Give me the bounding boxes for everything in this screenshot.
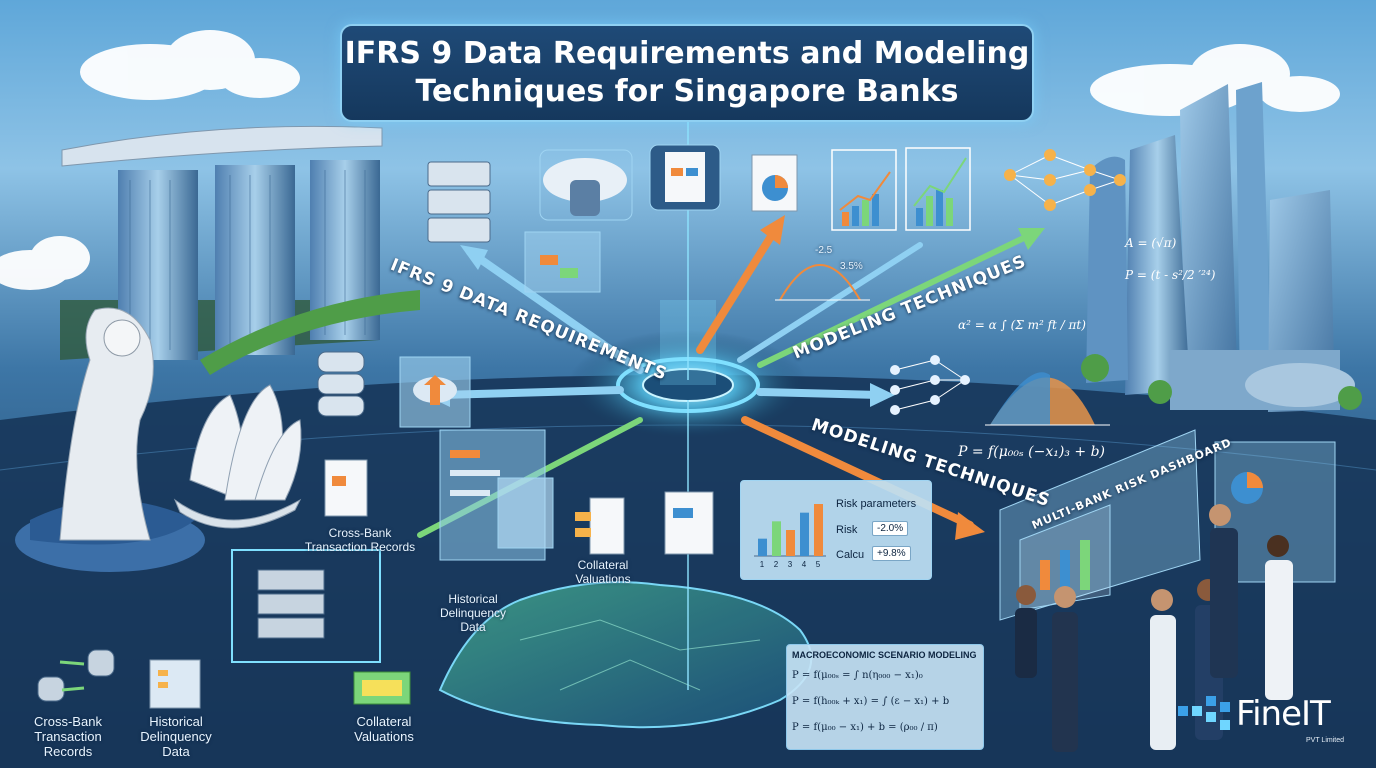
clouds (0, 30, 1340, 290)
risk-bar (786, 530, 795, 556)
singapore-map (438, 581, 813, 729)
database-icon-top (427, 161, 491, 243)
cloud-database-icon (539, 149, 633, 221)
neural-network-icon-top (1004, 149, 1126, 211)
formula-4: P = f(μ₀₀ₛ (−x₁)₃ + b) (958, 444, 1106, 460)
label-historical-bottom: Historical Delinquency Data (140, 714, 212, 759)
macro-scenario-panel (786, 644, 984, 750)
data-panel-left-top (524, 231, 601, 293)
title-banner: IFRS 9 Data Requirements and Modeling Te… (340, 24, 1034, 122)
label-historical-mid: Historical Delinquency Data (439, 592, 507, 634)
transaction-doc-icon (324, 459, 368, 517)
neural-network-icon-mid (890, 355, 970, 415)
calc-value: +9.8% (872, 546, 911, 561)
risk-bar (772, 521, 781, 556)
macro-title: MACROECONOMIC SCENARIO MODELING (792, 650, 977, 660)
report-icon (751, 154, 798, 212)
marina-bay-sands (60, 125, 420, 375)
fineit-logo-sub: PVT Limited (1306, 737, 1344, 744)
dashboard-screens (999, 429, 1336, 621)
server-stack (231, 549, 381, 663)
macro-eq-2: P = f(h₀₀ₖ + x₁) = ∫ (ε − x₁) + b (792, 696, 950, 707)
label-collateral-bottom: Collateral Valuations (354, 714, 414, 744)
fineit-logo-mark (1178, 696, 1230, 730)
document-icon-center (664, 491, 714, 555)
risk-tick-label: 3 (788, 560, 793, 569)
risk-bar (800, 512, 809, 556)
risk-tick-label: 5 (816, 560, 821, 569)
label-cross-bank-mid: Cross-Bank Transaction Records (304, 526, 416, 554)
risk-bar (814, 504, 823, 556)
macro-eq-3: P = f(μ₀₀ − x₁) + b = (ρ₀₀ / π) (792, 722, 938, 733)
cloud-upload-panel (399, 356, 471, 428)
chart-value-b: 3.5% (840, 261, 863, 272)
document-icon-top (649, 144, 721, 211)
growth-chart-icons (831, 147, 971, 231)
risk-tick-label: 1 (760, 560, 765, 569)
risk-panel-title: Risk parameters (836, 498, 917, 510)
transaction-records-icon (37, 649, 115, 702)
delinquency-data-icon (149, 659, 201, 709)
risk-value: -2.0% (872, 521, 909, 536)
collateral-doc-icon (575, 497, 625, 555)
bell-curve-small (775, 264, 870, 301)
calc-label: Calcu (836, 549, 865, 561)
risk-bar (758, 538, 767, 556)
formula-2: P = (t - s²/2 ′²⁴) (1125, 268, 1216, 282)
formula-1: A = (√π) (1125, 236, 1177, 250)
growth-chart-bars (839, 157, 967, 226)
fineit-logo-text: FineIT (1236, 694, 1331, 734)
risk-label: Risk (836, 524, 858, 536)
skyline-right (1081, 82, 1362, 412)
risk-tick-label: 2 (774, 560, 779, 569)
title-line-2: Techniques for Singapore Banks (415, 74, 959, 109)
chart-value-a: -2.5 (815, 245, 833, 256)
risk-tick-label: 4 (802, 560, 807, 569)
artscience-museum (173, 384, 302, 529)
macro-eq-1: P = f(μ₀₀ₛ = ∫ n(η₀₀₀ − x₁)₀ (792, 670, 923, 681)
distribution-curve (985, 372, 1110, 426)
title-line-1: IFRS 9 Data Requirements and Modeling (344, 36, 1030, 71)
data-grid-panel (439, 429, 554, 561)
merlion-statue (15, 307, 205, 572)
collateral-cash-icon (353, 671, 411, 705)
label-cross-bank-bottom: Cross-Bank Transaction Records (34, 714, 102, 759)
formula-3: α² = α ∫ (Σ m² ft / πt) (958, 318, 1086, 332)
database-icon-mid (317, 351, 365, 417)
label-collateral-mid: Collateral Valuations (575, 558, 631, 586)
